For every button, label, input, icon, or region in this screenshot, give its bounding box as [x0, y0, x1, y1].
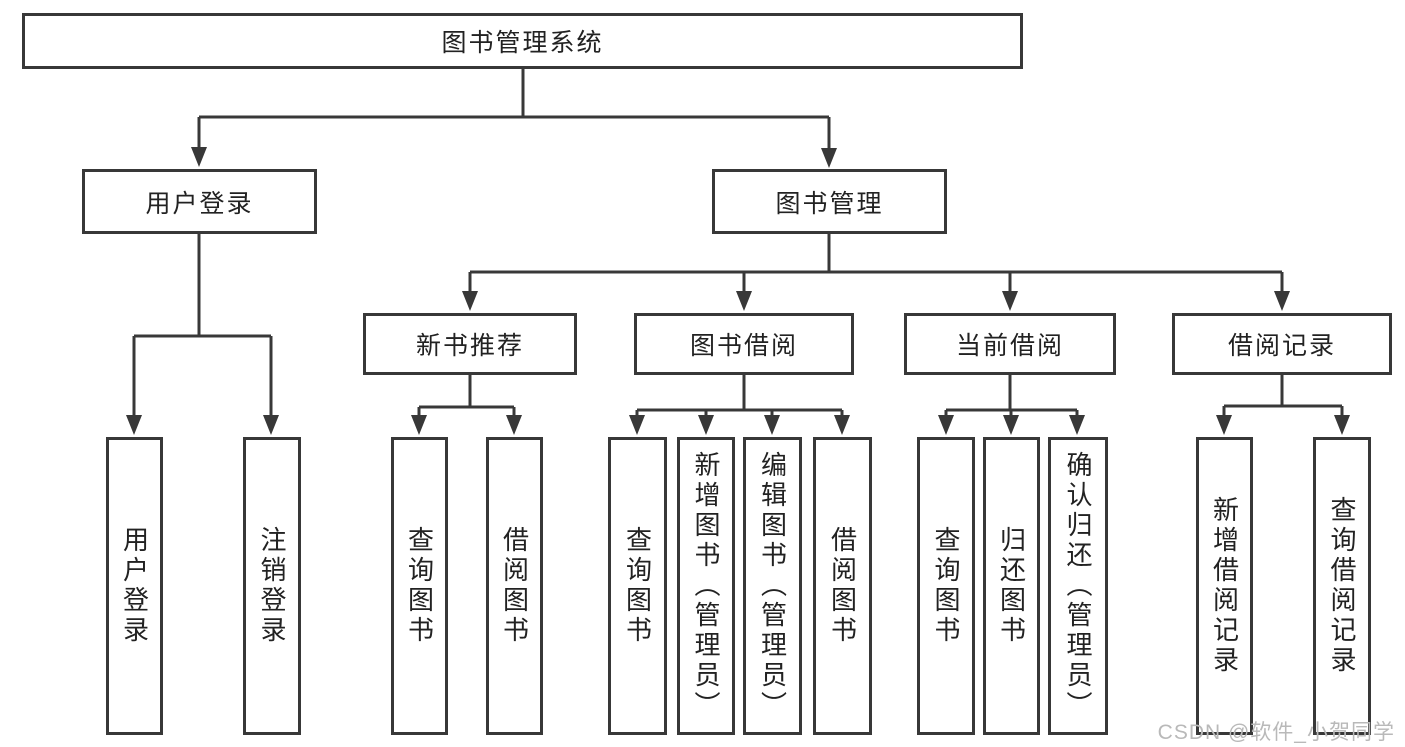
node-label: 新增图书（管理员）	[691, 451, 721, 721]
node-label: 图书管理	[775, 189, 884, 218]
leaf-confirm-return-admin: 确认归还（管理员）	[1048, 437, 1108, 735]
leaf-add-borrow-record: 新增借阅记录	[1196, 437, 1253, 735]
node-label: 当前借阅	[955, 332, 1064, 360]
node-library-management-system: 图书管理系统	[22, 13, 1023, 69]
node-label: 借阅图书	[499, 526, 530, 646]
node-label: 查询借阅记录	[1327, 496, 1357, 676]
leaf-add-books-admin: 新增图书（管理员）	[677, 437, 735, 735]
node-label: 用户登录	[119, 526, 150, 646]
node-book-borrow: 图书借阅	[634, 313, 854, 375]
node-book-management: 图书管理	[712, 169, 947, 234]
node-label: 查询图书	[404, 526, 435, 646]
node-label: 借阅记录	[1227, 332, 1336, 360]
leaf-query-books-current: 查询图书	[917, 437, 975, 735]
leaf-query-books-recommend: 查询图书	[391, 437, 448, 735]
leaf-logout: 注销登录	[243, 437, 301, 735]
node-user-login: 用户登录	[82, 169, 317, 234]
node-label: 用户登录	[145, 189, 254, 218]
csdn-watermark: CSDN @软件_小贺同学	[1157, 721, 1395, 744]
node-label: 归还图书	[996, 526, 1027, 646]
node-label: 编辑图书（管理员）	[757, 451, 788, 721]
node-current-borrow: 当前借阅	[904, 313, 1116, 375]
node-label: 借阅图书	[827, 526, 858, 646]
node-borrow-records: 借阅记录	[1172, 313, 1392, 375]
node-label: 查询图书	[622, 526, 653, 646]
node-label: 图书借阅	[689, 332, 798, 360]
leaf-query-books-borrow: 查询图书	[608, 437, 667, 735]
leaf-borrow-books: 借阅图书	[813, 437, 872, 735]
leaf-query-borrow-record: 查询借阅记录	[1313, 437, 1371, 735]
leaf-edit-books-admin: 编辑图书（管理员）	[743, 437, 802, 735]
node-label: 确认归还（管理员）	[1063, 451, 1093, 721]
node-label: 新书推荐	[415, 332, 524, 360]
node-label: 注销登录	[257, 526, 287, 646]
node-new-book-recommend: 新书推荐	[363, 313, 577, 375]
leaf-user-login: 用户登录	[106, 437, 163, 735]
node-label: 新增借阅记录	[1209, 496, 1240, 676]
leaf-return-books: 归还图书	[983, 437, 1040, 735]
node-label: 查询图书	[931, 526, 961, 646]
node-label: 图书管理系统	[441, 29, 604, 57]
leaf-borrow-books-recommend: 借阅图书	[486, 437, 543, 735]
